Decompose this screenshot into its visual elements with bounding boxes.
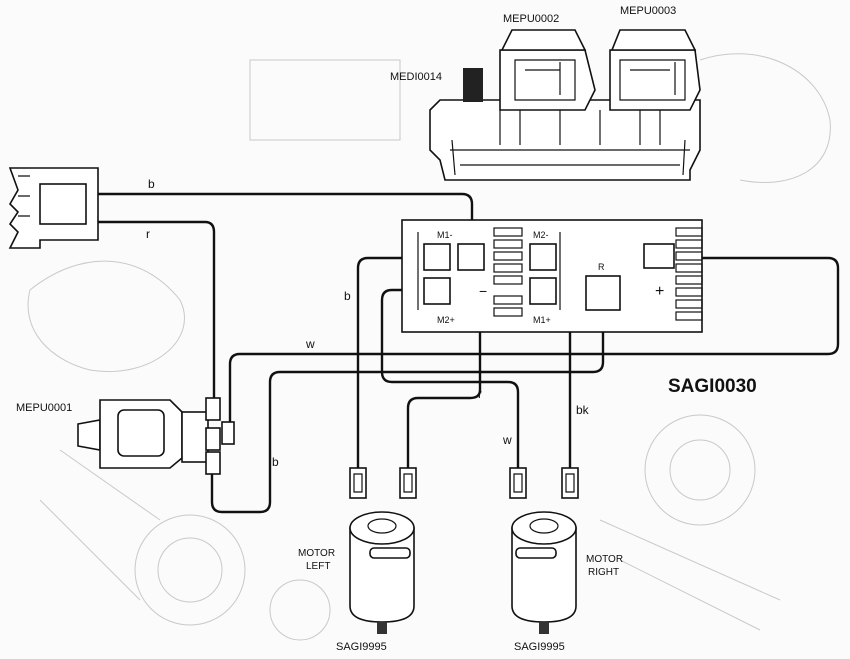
terminal-reverse [585, 275, 621, 311]
wire-label-red-top: r [146, 227, 150, 241]
wire-black-top [96, 192, 474, 250]
wire-red-top [96, 220, 216, 412]
terminal-power [643, 243, 675, 269]
wire-white-main [228, 256, 840, 434]
wire-label-black-bottom: b [272, 455, 279, 469]
pin-label-m2-neg: M2- [533, 230, 549, 240]
motor-connectors [349, 467, 579, 499]
top-left-switch [8, 167, 99, 249]
wire-label-black-right: bk [576, 403, 590, 417]
module-slots [493, 227, 703, 321]
rocker-switch-left [499, 29, 596, 111]
wire-label-white-mid: w [502, 433, 512, 447]
motor-left [349, 511, 415, 634]
terminal-top-center [457, 243, 485, 271]
wire-label-black-module: b [344, 289, 351, 303]
motor-right [511, 511, 577, 634]
pin-label-plus: + [655, 283, 664, 300]
pin-label-minus: − [479, 283, 487, 299]
wire-label-black-top: b [148, 177, 155, 191]
terminal-m1-pos [529, 277, 557, 305]
plug-left-b [399, 467, 417, 499]
part-label-motor-right-code: SAGI9995 [514, 641, 565, 653]
pin-label-m1-pos: M1+ [533, 315, 551, 325]
motor-right-label-line2: RIGHT [588, 567, 619, 578]
pin-label-m2-pos: M2+ [437, 315, 455, 325]
motor-left-label-line2: LEFT [306, 561, 330, 572]
part-label-mepu0003: MEPU0003 [620, 5, 676, 17]
wire-reverse [210, 308, 605, 514]
pin-label-m1-neg: M1- [437, 230, 453, 240]
background-sketch [27, 53, 831, 641]
terminal-m2-neg [529, 243, 557, 271]
wire-white-left-motor [406, 380, 482, 472]
terminal-m2-pos [423, 277, 451, 305]
part-label-mepu0001: MEPU0001 [16, 402, 72, 414]
part-label-motor-left-code: SAGI9995 [336, 641, 387, 653]
rocker-switch-right [609, 29, 701, 111]
plug-left-a [349, 467, 367, 499]
plug-right-a [509, 467, 527, 499]
motor-left-label-line1: MOTOR [298, 548, 335, 559]
pin-label-reverse: R [598, 262, 605, 272]
wire-black-module [356, 256, 434, 472]
control-module: M1- M2+ M2- M1+ R − + [401, 219, 703, 333]
pedal-switch [77, 397, 235, 475]
terminal-m1-neg [423, 243, 451, 271]
part-label-medi0014: MEDI0014 [390, 71, 442, 83]
plug-right-b [561, 467, 579, 499]
wire-red-mid [380, 288, 520, 472]
wire-label-white-main: w [305, 337, 315, 351]
part-label-mepu0002: MEPU0002 [503, 13, 559, 25]
switch-assembly [429, 29, 701, 181]
diagram-title: SAGI0030 [668, 376, 757, 397]
motor-right-label-line1: MOTOR [586, 554, 623, 565]
connector-knob [463, 68, 483, 102]
wire-label-red-mid: r [478, 387, 482, 401]
